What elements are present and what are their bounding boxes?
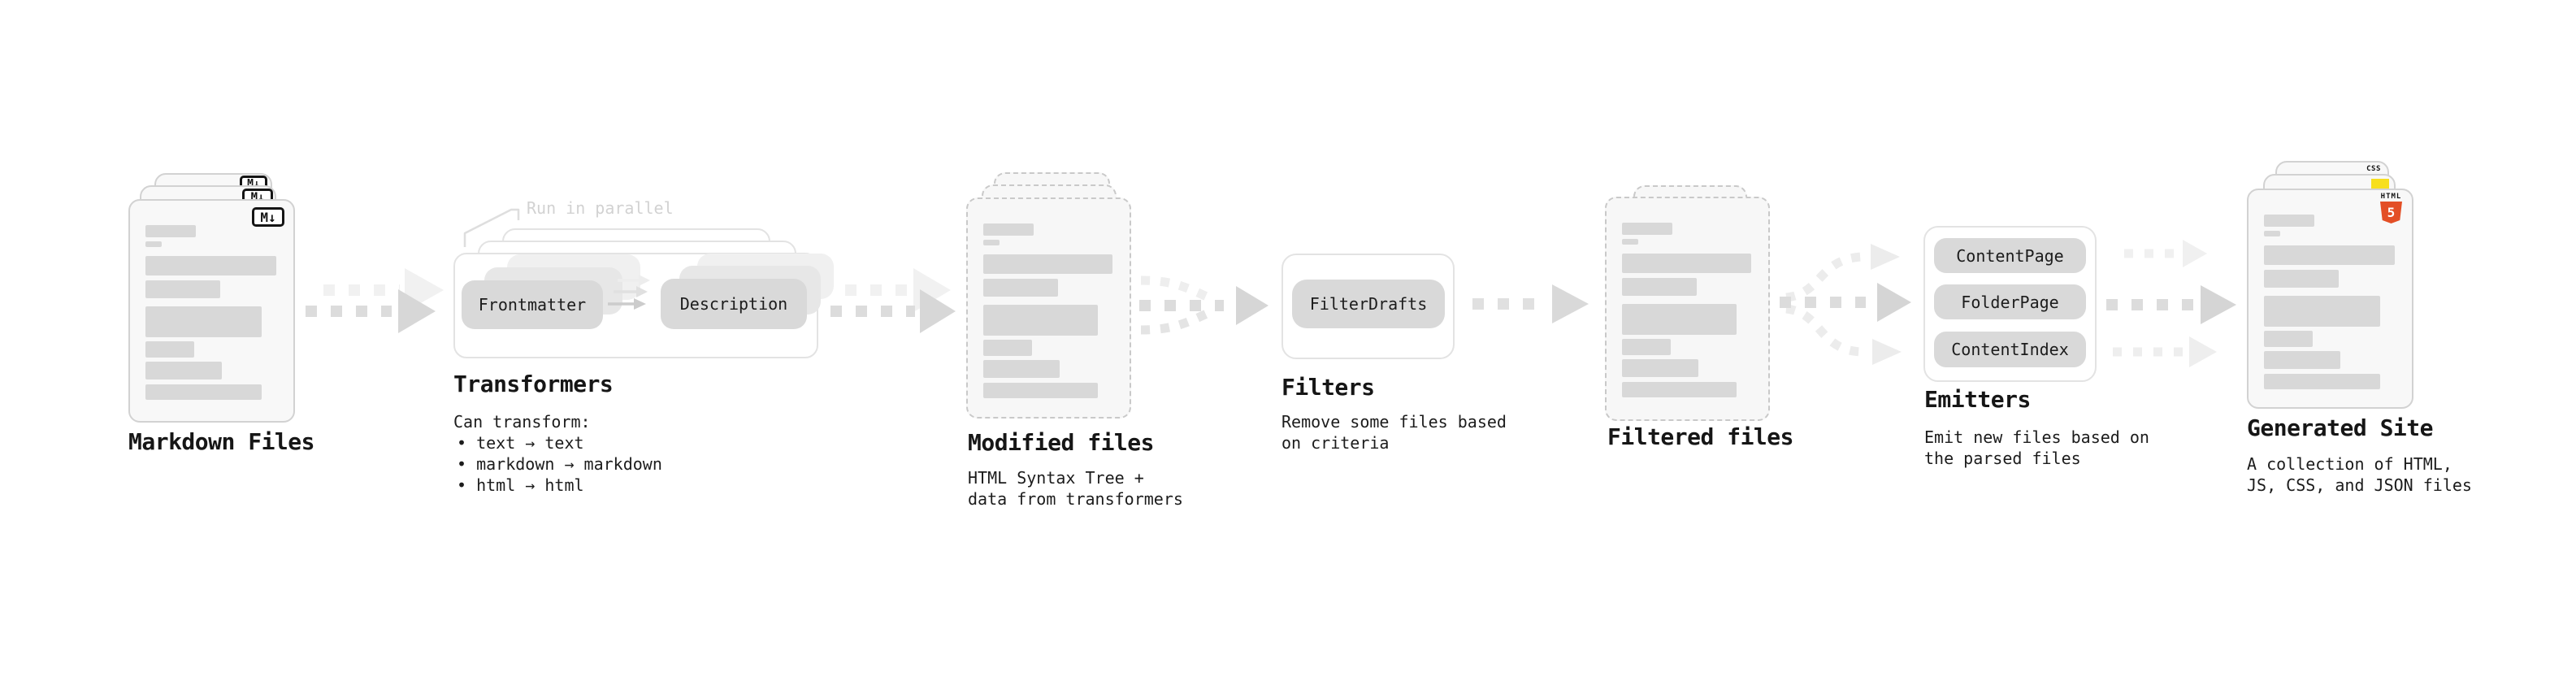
skeleton-text-bar — [1622, 304, 1737, 335]
frontmatter-pill: Frontmatter — [462, 280, 603, 329]
bullet-item: • text → text — [457, 433, 584, 453]
document-card: HTML 5 — [2247, 189, 2413, 409]
node-subtitle: Can transform: — [453, 412, 591, 432]
skeleton-text-bar — [2264, 331, 2314, 347]
node-title: Filtered files — [1607, 423, 1794, 450]
node-subtitle: A collection of HTML, JS, CSS, and JSON … — [2247, 454, 2472, 495]
node-title: Generated Site — [2247, 414, 2434, 441]
skeleton-text-bar — [983, 240, 1000, 245]
node-subtitle: Remove some files based on criteria — [1281, 412, 1507, 453]
html5-icon: HTML 5 — [2380, 193, 2402, 223]
node-subtitle: HTML Syntax Tree + data from transformer… — [968, 468, 1183, 509]
document-card-dashed — [1605, 197, 1770, 421]
skeleton-text-bar — [983, 254, 1113, 274]
node-subtitle: Emit new files based on the parsed files — [1924, 427, 2149, 468]
contentindex-pill: ContentIndex — [1934, 332, 2086, 367]
skeleton-text-bar — [145, 384, 262, 400]
skeleton-text-bar — [983, 383, 1099, 398]
skeleton-text-bar — [983, 305, 1099, 336]
arrow-markdown-to-transformers — [306, 268, 444, 333]
filterdrafts-pill: FilterDrafts — [1292, 280, 1445, 328]
description-pill: Description — [661, 279, 807, 329]
folderpage-pill: FolderPage — [1934, 284, 2086, 319]
skeleton-text-bar — [983, 360, 1060, 378]
skeleton-text-bar — [1622, 339, 1671, 355]
skeleton-text-bar — [2264, 296, 2380, 327]
markdown-icon: M↓ — [252, 207, 284, 227]
skeleton-text-bar — [983, 223, 1034, 236]
skeleton-text-bar — [145, 241, 163, 247]
js-icon — [2371, 179, 2389, 190]
node-title: Markdown Files — [128, 428, 315, 455]
skeleton-text-bar — [145, 362, 223, 380]
arrow-modified-to-filters — [1139, 275, 1268, 335]
skeleton-text-bar — [2264, 270, 2340, 288]
skeleton-text-bar — [1622, 239, 1638, 245]
skeleton-text-bar — [1622, 359, 1698, 377]
skeleton-text-bar — [2264, 215, 2315, 227]
skeleton-text-bar — [2264, 374, 2380, 389]
skeleton-text-bar — [145, 225, 197, 237]
bullet-item: • markdown → markdown — [457, 454, 662, 474]
skeleton-text-bar — [145, 280, 221, 298]
skeleton-text-bar — [145, 306, 262, 337]
skeleton-text-bar — [1622, 278, 1697, 296]
skeleton-text-bar — [1622, 254, 1752, 273]
node-title: Modified files — [968, 429, 1155, 456]
node-title: Filters — [1281, 374, 1375, 401]
node-title: Transformers — [453, 371, 614, 397]
skeleton-text-bar — [983, 340, 1032, 356]
skeleton-text-bar — [2264, 351, 2341, 369]
skeleton-text-bar — [983, 279, 1058, 297]
skeleton-text-bar — [1622, 382, 1737, 397]
arrow-filtered-to-emitters — [1780, 244, 1911, 365]
run-in-parallel-annotation: Run in parallel — [527, 198, 674, 218]
document-card: M↓ — [128, 199, 295, 423]
skeleton-text-bar — [2264, 245, 2395, 265]
arrow-emitters-to-generated — [2106, 240, 2236, 367]
arrow-transformers-to-modified — [830, 268, 956, 333]
arrow-filters-to-filtered — [1472, 284, 1589, 323]
skeleton-text-bar — [2264, 231, 2281, 236]
skeleton-text-bar — [145, 341, 195, 358]
node-title: Emitters — [1924, 386, 2031, 413]
contentpage-pill: ContentPage — [1934, 238, 2086, 273]
skeleton-text-bar — [145, 256, 276, 275]
bullet-item: • html → html — [457, 475, 584, 495]
document-card-dashed — [966, 197, 1131, 419]
skeleton-text-bar — [1622, 223, 1672, 235]
transform-bullet-list: • text → text • markdown → markdown • ht… — [457, 432, 662, 496]
